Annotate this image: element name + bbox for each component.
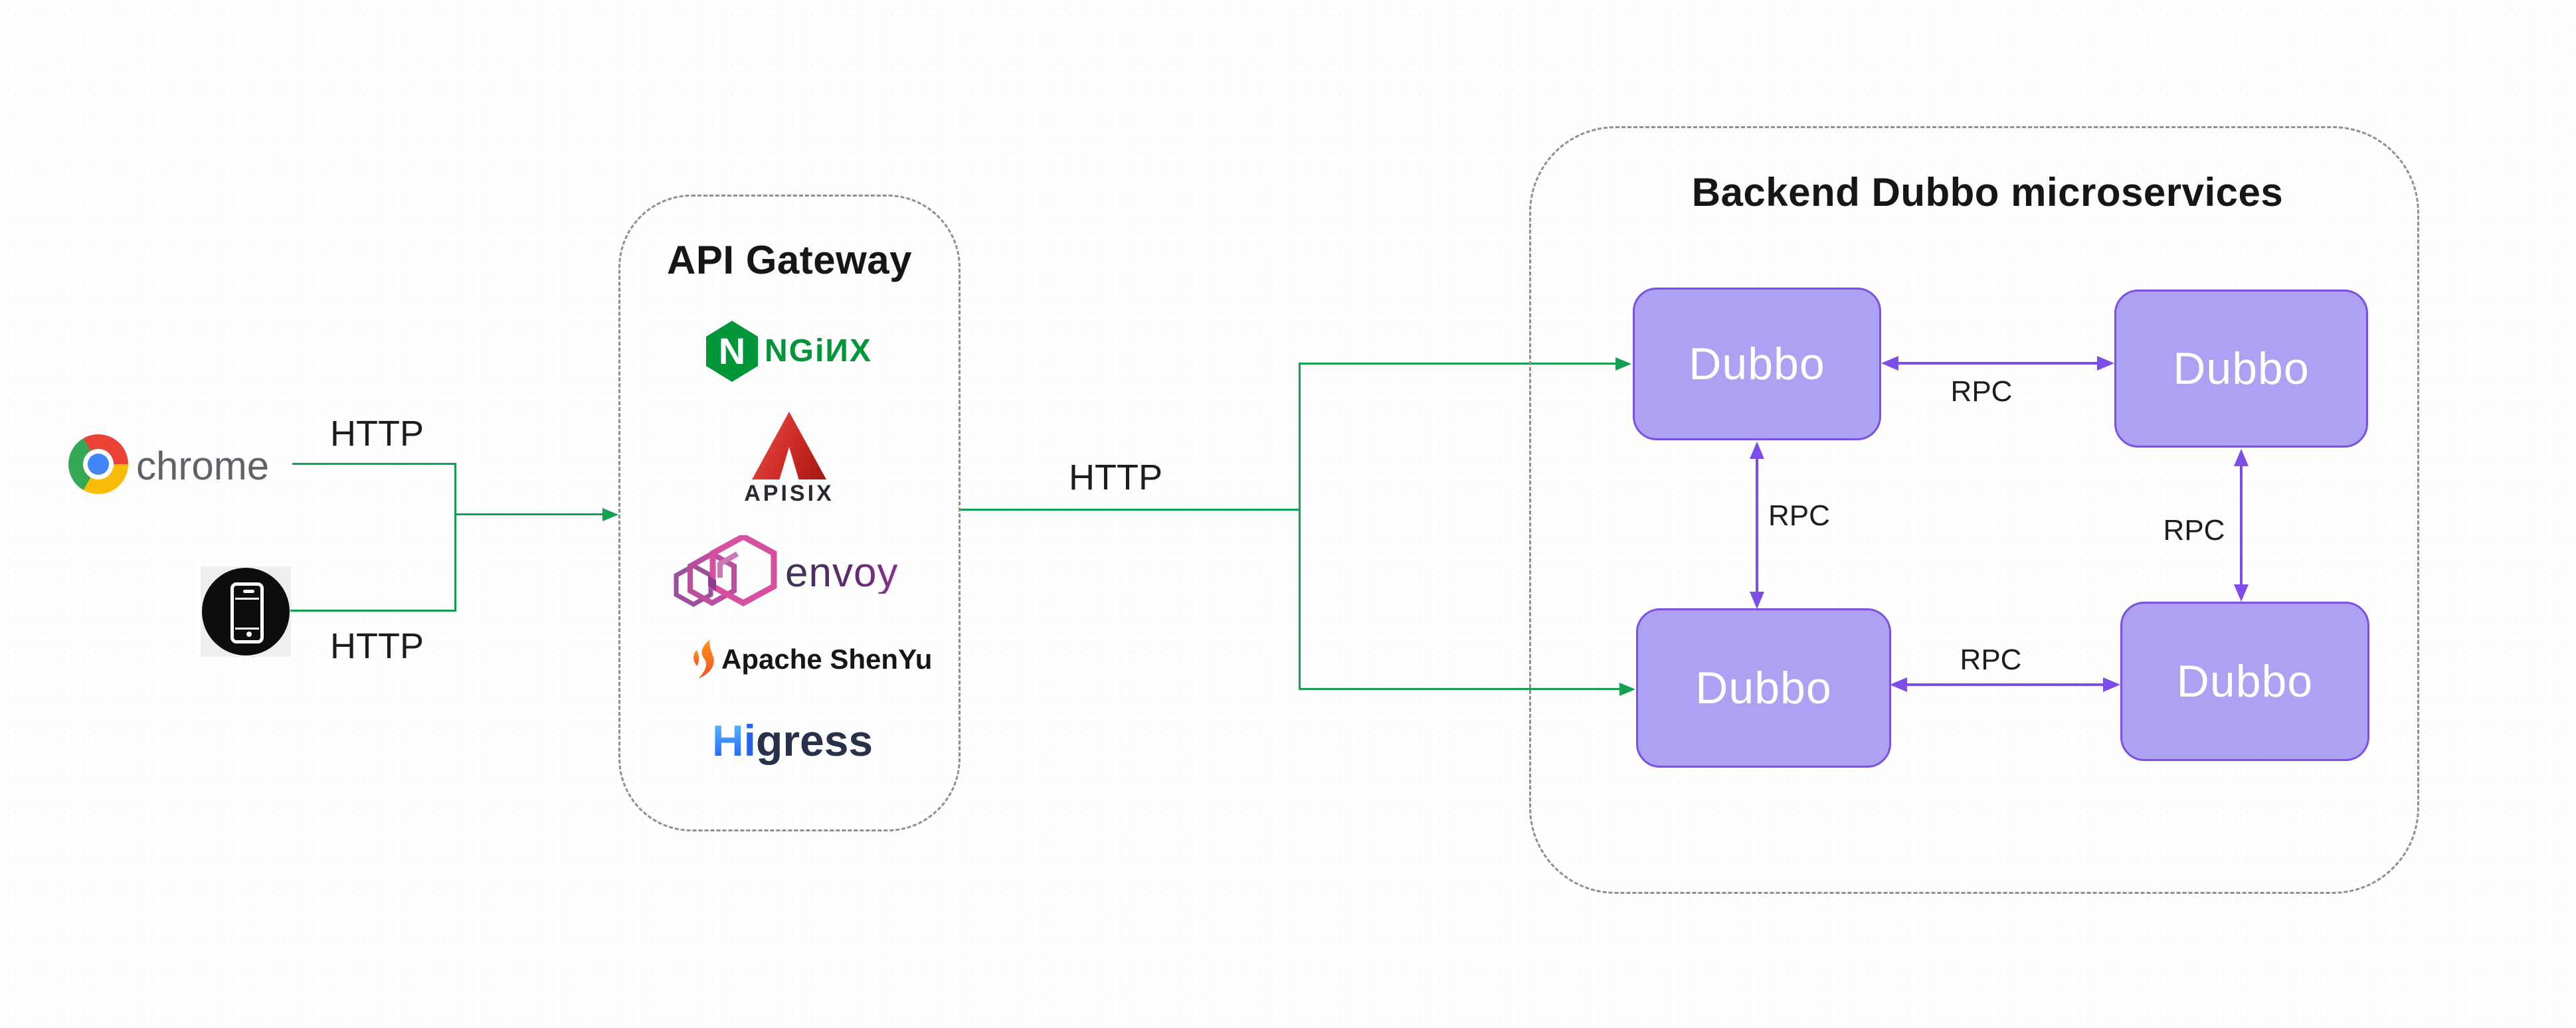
smartphone-icon xyxy=(201,566,291,657)
api-gateway-title: API Gateway xyxy=(667,238,912,282)
higress-i-letter: i xyxy=(743,716,757,765)
dubbo-node-top-left: Dubbo xyxy=(1633,288,1881,440)
edge-to-dubbo-top-line xyxy=(1299,363,1617,365)
rpc-label-bottom: RPC xyxy=(1960,643,2022,676)
chrome-icon xyxy=(68,434,128,494)
nginx-logo: N NGiИX xyxy=(706,321,872,382)
edge-to-dubbo-bottom-line xyxy=(1299,688,1621,690)
nginx-badge-letter: N xyxy=(718,330,746,372)
rpc-line-right-vertical xyxy=(2240,466,2243,584)
rpc-arrowhead-bottom-right xyxy=(2103,677,2120,692)
smartphone-icon-home-button xyxy=(246,632,252,637)
rpc-label-left: RPC xyxy=(1768,499,1830,532)
arrowhead-into-dubbo-top xyxy=(1615,357,1631,371)
rpc-line-left-vertical xyxy=(1756,458,1758,592)
chrome-label: chrome xyxy=(136,444,270,488)
higress-logo: H i gress xyxy=(712,719,873,762)
arrowhead-into-gateway xyxy=(602,508,618,521)
rpc-arrowhead-left-down xyxy=(1750,592,1764,609)
smartphone-icon-body xyxy=(230,582,264,643)
smartphone-icon-speaker xyxy=(243,590,254,593)
smartphone-icon-screen xyxy=(235,598,259,630)
rpc-line-bottom xyxy=(1907,683,2104,686)
rpc-arrowhead-right-up xyxy=(2234,449,2249,466)
dubbo-node-top-right: Dubbo xyxy=(2114,290,2368,448)
backend-group-box xyxy=(1529,126,2419,894)
shenyu-flame-icon xyxy=(693,640,714,679)
rpc-arrowhead-right-down xyxy=(2234,584,2249,602)
edge-gateway-out-line xyxy=(961,509,1299,511)
arrowhead-into-dubbo-bottom xyxy=(1619,683,1635,696)
rpc-arrowhead-left-up xyxy=(1750,442,1764,459)
dubbo-node-bottom-right: Dubbo xyxy=(2120,602,2369,761)
nginx-hexagon-icon: N xyxy=(706,321,758,382)
rpc-arrowhead-bottom-left xyxy=(1890,677,1907,692)
edge-mobile-http-line xyxy=(290,610,456,612)
http-label-mobile: HTTP xyxy=(330,626,424,666)
envoy-wordmark: envoy xyxy=(785,550,899,596)
edge-backend-split-line xyxy=(1299,363,1301,690)
smartphone-icon-circle xyxy=(202,568,290,655)
edge-client-junction-line xyxy=(454,463,456,612)
envoy-logo: envoy xyxy=(674,535,898,611)
nginx-wordmark: NGiИX xyxy=(765,333,872,369)
edge-chrome-http-line xyxy=(292,463,455,465)
http-label-chrome: HTTP xyxy=(330,414,424,454)
edge-to-gateway-line xyxy=(454,513,604,515)
rpc-arrowhead-top-left xyxy=(1881,356,1898,371)
envoy-hexagons-icon xyxy=(674,535,777,608)
api-gateway-group-box xyxy=(618,195,961,831)
rpc-label-top: RPC xyxy=(1950,375,2013,408)
higress-h-mark: H xyxy=(712,716,744,765)
shenyu-wordmark: Apache ShenYu xyxy=(721,643,933,675)
rpc-arrowhead-top-right xyxy=(2097,356,2114,371)
apache-shenyu-logo: Apache ShenYu xyxy=(688,638,932,681)
apisix-wordmark: APISIX xyxy=(744,481,834,506)
dubbo-node-bottom-left: Dubbo xyxy=(1636,608,1891,768)
rpc-label-right: RPC xyxy=(2163,514,2225,547)
rpc-line-top xyxy=(1898,362,2098,365)
backend-title: Backend Dubbo microservices xyxy=(1691,170,2284,214)
http-label-gateway-backend: HTTP xyxy=(1069,458,1162,497)
higress-wordmark-rest: gress xyxy=(756,716,874,765)
